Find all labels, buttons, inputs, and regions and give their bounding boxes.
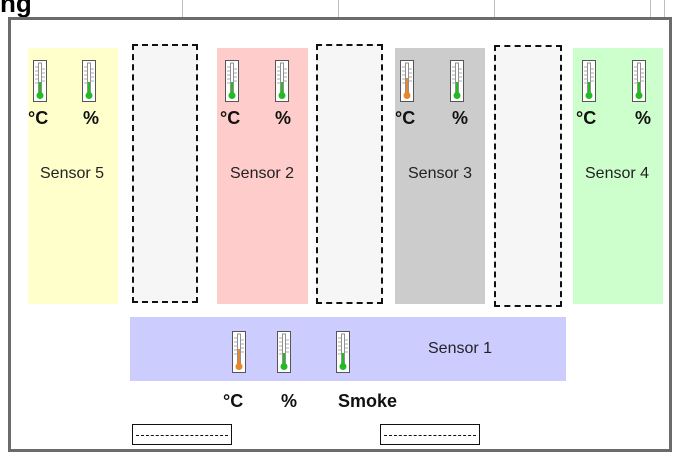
thermometer-icon: [450, 60, 464, 102]
door-marker: [380, 424, 480, 445]
thermometer-icon: [33, 60, 47, 102]
smoke-unit: Smoke: [338, 391, 398, 411]
temperature-unit: °C: [223, 391, 244, 411]
temperature-unit: °C: [395, 108, 416, 128]
humidity-unit: %: [281, 391, 298, 411]
sensor-4-panel[interactable]: °C % Sensor 4: [573, 48, 663, 304]
sensor-label: Sensor 5: [40, 165, 105, 182]
sensor-3-panel[interactable]: °C % Sensor 3: [395, 48, 485, 304]
thermometer-icon: [232, 331, 246, 373]
strip-divider: [338, 0, 339, 18]
strip-divider: [650, 0, 651, 18]
thermometer-icon: [275, 60, 289, 102]
sensor-label: Sensor 1: [428, 340, 493, 357]
strip-divider: [494, 0, 495, 18]
thermometer-icon: [336, 331, 350, 373]
temperature-unit: °C: [576, 108, 597, 128]
sensor-2-panel[interactable]: °C % Sensor 2: [217, 48, 308, 304]
sensor-1-panel[interactable]: Sensor 1: [130, 317, 566, 381]
empty-slot: [316, 44, 383, 304]
temperature-unit: °C: [220, 108, 241, 128]
thermometer-icon: [225, 60, 239, 102]
sensor-label: Sensor 4: [585, 165, 650, 182]
cropped-heading: ng: [0, 0, 32, 18]
thermometer-icon: [582, 60, 596, 102]
thermometer-icon: [277, 331, 291, 373]
thermometer-icon: [632, 60, 646, 102]
humidity-unit: %: [635, 108, 652, 128]
empty-slot: [494, 45, 562, 307]
sensor-label: Sensor 3: [408, 165, 473, 182]
sensor-5-panel[interactable]: °C % Sensor 5: [28, 48, 118, 304]
strip-divider: [664, 0, 665, 18]
top-strip: ng: [0, 0, 682, 18]
floor-plan-frame: °C % Sensor 5 °C % Sensor 2 °C % Sensor …: [8, 17, 672, 452]
thermometer-icon: [400, 60, 414, 102]
thermometer-icon: [82, 60, 96, 102]
sensor-label: Sensor 2: [230, 165, 295, 182]
humidity-unit: %: [275, 108, 292, 128]
humidity-unit: %: [83, 108, 100, 128]
humidity-unit: %: [452, 108, 469, 128]
strip-divider: [182, 0, 183, 18]
empty-slot: [132, 44, 198, 303]
temperature-unit: °C: [28, 108, 49, 128]
door-marker: [132, 424, 232, 445]
